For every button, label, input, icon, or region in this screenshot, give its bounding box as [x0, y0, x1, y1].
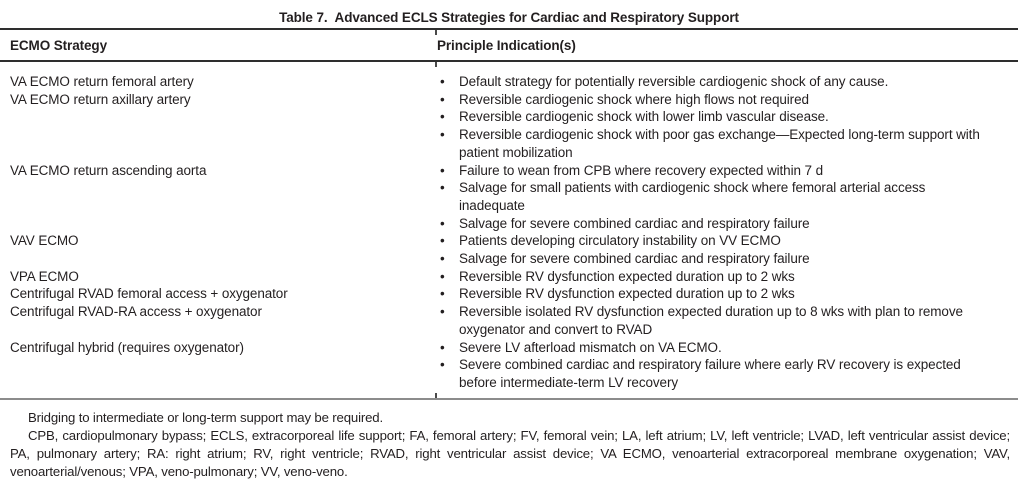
strategy-cell: Centrifugal RVAD femoral access + oxygen…	[10, 286, 288, 302]
table-body: VA ECMO return femoral artery Default st…	[0, 62, 1018, 398]
strategy-cell: VA ECMO return femoral artery	[10, 74, 194, 89]
strategy-cell: VA ECMO return axillary artery	[10, 91, 191, 107]
table-row: Centrifugal RVAD femoral access + oxygen…	[0, 285, 1018, 303]
indications-cell: Default strategy for potentially reversi…	[437, 73, 982, 91]
footnote-abbreviations: CPB, cardiopulmonary bypass; ECLS, extra…	[10, 427, 1010, 479]
indication-item: Reversible isolated RV dysfunction expec…	[437, 303, 982, 338]
table-header-row: ECMO Strategy Principle Indication(s)	[0, 30, 1018, 60]
indication-item: Salvage for severe combined cardiac and …	[437, 215, 982, 233]
table-row: VAV ECMO Patients developing circulatory…	[0, 232, 1018, 267]
indication-item: Reversible cardiogenic shock with lower …	[437, 108, 982, 126]
bottom-rule	[0, 392, 1018, 400]
strategy-cell: Centrifugal RVAD-RA access + oxygenator	[10, 304, 262, 320]
indications-cell: Reversible RV dysfunction expected durat…	[437, 285, 982, 303]
table-caption: Table 7. Advanced ECLS Strategies for Car…	[0, 0, 1018, 28]
indication-item: Reversible cardiogenic shock with poor g…	[437, 126, 982, 161]
indication-item: Reversible RV dysfunction expected durat…	[437, 285, 982, 303]
table-row: Centrifugal hybrid (requires oxygenator)…	[0, 339, 1018, 392]
strategy-cell: VAV ECMO	[10, 233, 79, 249]
indication-item: Failure to wean from CPB where recovery …	[437, 162, 982, 180]
column-header-ecmo-strategy: ECMO Strategy	[10, 37, 107, 53]
indication-item: Salvage for small patients with cardioge…	[437, 179, 982, 214]
table-footnotes: Bridging to intermediate or long-term su…	[0, 400, 1018, 481]
indication-item: Reversible RV dysfunction expected durat…	[437, 268, 982, 286]
table-row: Centrifugal RVAD-RA access + oxygenator …	[0, 303, 1018, 338]
header-rule	[0, 60, 1018, 67]
indication-item: Severe LV afterload mismatch on VA ECMO.	[437, 339, 982, 357]
table-row: VA ECMO return axillary artery Reversibl…	[0, 91, 1018, 162]
table-row: VA ECMO return ascending aorta Failure t…	[0, 162, 1018, 233]
indications-cell: Reversible RV dysfunction expected durat…	[437, 268, 982, 286]
table-row: VPA ECMO Reversible RV dysfunction expec…	[0, 268, 1018, 286]
indication-item: Reversible cardiogenic shock where high …	[437, 91, 982, 109]
indication-item: Default strategy for potentially reversi…	[437, 73, 982, 91]
indications-cell: Failure to wean from CPB where recovery …	[437, 162, 982, 233]
column-divider-tick	[435, 30, 437, 35]
column-header-principle-indications: Principle Indication(s)	[437, 37, 576, 53]
indication-item: Severe combined cardiac and respiratory …	[437, 356, 982, 391]
indications-cell: Severe LV afterload mismatch on VA ECMO.…	[437, 339, 982, 392]
indications-cell: Reversible cardiogenic shock where high …	[437, 91, 982, 162]
table-number-label: Table 7.	[279, 10, 328, 25]
indication-item: Salvage for severe combined cardiac and …	[437, 250, 982, 268]
indications-cell: Patients developing circulatory instabil…	[437, 232, 982, 267]
column-divider-tick	[435, 392, 437, 398]
top-rule	[0, 28, 1018, 35]
indication-item: Patients developing circulatory instabil…	[437, 232, 982, 250]
indications-cell: Reversible isolated RV dysfunction expec…	[437, 303, 982, 338]
footnote-bridging: Bridging to intermediate or long-term su…	[28, 409, 384, 425]
strategy-cell: VA ECMO return ascending aorta	[10, 162, 207, 178]
table-title-text: Advanced ECLS Strategies for Cardiac and…	[334, 10, 739, 25]
column-divider-tick	[435, 62, 437, 67]
strategy-cell: VPA ECMO	[10, 268, 79, 284]
table-row: VA ECMO return femoral artery Default st…	[0, 73, 1018, 91]
strategy-cell: Centrifugal hybrid (requires oxygenator)	[10, 339, 244, 355]
